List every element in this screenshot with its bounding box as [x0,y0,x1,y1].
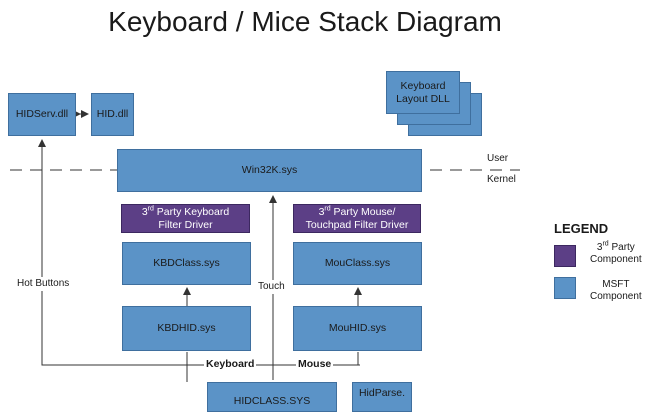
win32k-label: Win32K.sys [238,164,301,177]
mouse-filter-driver-line2: Touchpad Filter Driver [305,218,409,231]
kernel-label: Kernel [487,174,516,185]
hot-buttons-path [38,139,190,366]
diagram-title: Keyboard / Mice Stack Diagram [108,6,502,37]
win32k-box: Win32K.sys [117,149,422,192]
touch-label: Touch [257,280,286,294]
mouse-filter-driver-box: 3rd Party Mouse/ Touchpad Filter Driver [293,204,421,233]
hidserv-box: HIDServ.dll [8,93,76,136]
kbd-filter-driver-line2: Filter Driver [158,218,213,231]
kbd-filter-driver-line1: 3rd Party Keyboard [141,205,230,218]
legend-title: LEGEND [554,221,609,236]
hidclass-box: HIDCLASS.SYS [207,382,337,412]
mouse-filter-driver-line1: 3rd Party Mouse/ [318,205,396,218]
hid-dll-box: HID.dll [91,93,134,136]
kbdclass-box: KBDClass.sys [122,242,251,285]
user-label: User [487,153,509,164]
hot-buttons-label: Hot Buttons [17,277,70,291]
legend-third-party-swatch [554,245,576,267]
kbd-layout-dll-box: Keyboard Layout DLL [386,71,460,114]
mouhid-box: MouHID.sys [293,306,422,351]
legend-msft-label: MSFT Component [590,279,642,302]
mouse-label: Mouse [296,358,334,370]
mouclass-box: MouClass.sys [293,242,422,285]
hidparse-box: HidParse. [352,382,412,412]
legend-msft-swatch [554,277,576,299]
kbdhid-box: KBDHID.sys [122,306,251,351]
kbd-filter-driver-box: 3rd Party Keyboard Filter Driver [121,204,250,233]
legend-third-party-label: 3rd Party Component [590,240,642,265]
keyboard-label: Keyboard [204,358,257,370]
